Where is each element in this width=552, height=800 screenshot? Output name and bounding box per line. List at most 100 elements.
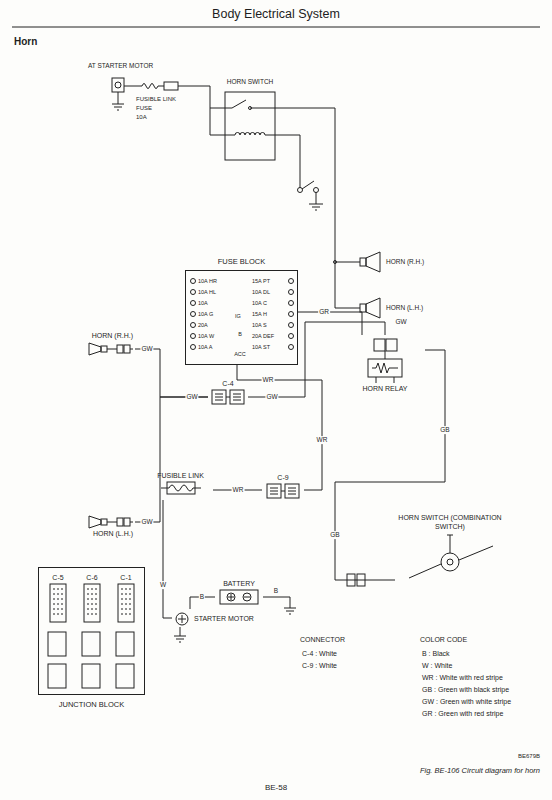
wire-color-code: B — [199, 593, 205, 601]
connector: C-9 — [262, 472, 304, 502]
part-label: HORN (L.H.) — [386, 304, 423, 312]
node-label: HORN SWITCH (COMBINATION SWITCH) — [397, 514, 503, 532]
code-table-cell: GW : Green with white stripe — [422, 698, 511, 706]
node-label: FUSIBLE LINK — [157, 472, 204, 481]
fuse-terminals — [191, 279, 294, 350]
code-table-cell: GR : Green with red stripe — [422, 710, 503, 718]
horn-circuit-schematic-stroke — [360, 258, 366, 266]
wire-color-code: GW — [140, 518, 153, 526]
jconn-stroke — [53, 589, 63, 614]
code-table-cell: B : Black — [422, 650, 450, 658]
horn-circuit-schematic-stroke — [235, 133, 300, 189]
relay-stroke — [374, 339, 385, 351]
part-label: B — [274, 587, 278, 595]
horn-circuit-schematic-stroke — [250, 108, 360, 308]
starter-symbol — [174, 611, 190, 627]
code-table-cell: COLOR CODE — [420, 636, 467, 644]
code-table-cell: CONNECTOR — [300, 636, 345, 644]
hornL-symbol — [87, 341, 133, 357]
relay-stroke — [386, 339, 397, 351]
part-label: 10A ST — [252, 344, 270, 351]
horn-circuit-schematic — [112, 78, 380, 318]
junction-connector: C-1 — [115, 572, 137, 625]
node-label: C-1 — [120, 574, 131, 583]
hornL-stroke — [101, 346, 107, 352]
code-table-cell: W : White — [422, 662, 452, 670]
switchC-stroke — [409, 564, 441, 578]
conn-stroke — [226, 396, 230, 397]
battery-stroke — [227, 593, 235, 601]
jconn-stroke — [118, 584, 134, 622]
battery: BATTERY — [215, 578, 263, 610]
part-label: 15A H — [252, 311, 267, 318]
fusible-symbol — [161, 481, 201, 495]
part-label: WR — [262, 376, 275, 384]
hornL-stroke — [107, 348, 117, 349]
section-heading: Horn — [14, 36, 37, 48]
starter-ground-stroke — [174, 627, 186, 642]
jconn-stroke — [121, 589, 131, 614]
fuse-terminal — [289, 301, 294, 306]
switchC-symbol — [405, 532, 495, 588]
part-label: FUSE — [136, 105, 152, 112]
horn-circuit-schematic-stroke — [314, 188, 319, 193]
part-label: 10A G — [198, 311, 213, 318]
conn-stroke — [281, 490, 285, 491]
jconn-stroke — [84, 584, 100, 622]
part-label: IG — [235, 313, 241, 320]
horn-circuit-schematic-stroke — [366, 298, 380, 318]
junction-sockets-stroke — [82, 664, 100, 688]
battery-ground — [263, 597, 296, 614]
wire — [135, 349, 208, 397]
code-table-cell: GB : Green with black stripe — [422, 686, 509, 694]
part-label: GW — [395, 318, 406, 326]
fuse-terminal — [191, 290, 196, 295]
code-table-cell: C-4 : White — [302, 650, 337, 658]
junction-sockets-stroke — [116, 664, 134, 688]
fuse-terminal — [289, 323, 294, 328]
part-label: 10A W — [198, 333, 214, 340]
part-label: B — [238, 331, 242, 338]
part-label: ACC — [234, 351, 246, 358]
part-label: 10A — [136, 114, 147, 121]
jconn-stroke — [87, 589, 97, 614]
junction-sockets-stroke — [116, 632, 134, 656]
horn-circuit-schematic-stroke — [164, 82, 178, 90]
starter-motor: STARTER MOTOR — [172, 609, 272, 629]
node-label: FUSE BLOCK — [218, 257, 266, 266]
hornL-stroke — [101, 519, 107, 525]
header-rule — [12, 27, 540, 28]
part-label: HORN SWITCH — [227, 78, 274, 86]
switchC-stroke — [447, 559, 453, 565]
fuse-terminal — [191, 323, 196, 328]
part-label: AT STARTER MOTOR — [88, 62, 153, 70]
starter-stroke — [178, 615, 186, 623]
relay-symbol — [348, 337, 423, 385]
battery-stroke — [220, 590, 258, 604]
conn-symbol — [266, 483, 300, 499]
fuse-terminal — [191, 334, 196, 339]
hornL-stroke — [117, 345, 123, 353]
fuse-terminal — [191, 312, 196, 317]
horn-circuit-schematic-stroke — [298, 188, 303, 193]
horn-circuit-schematic-stroke — [366, 252, 380, 272]
node-label: C-4 — [222, 380, 233, 389]
node-label: HORN (L.H.) — [93, 530, 133, 539]
horn-relay: HORN RELAY — [345, 335, 425, 401]
horn-circuit-schematic-stroke — [112, 78, 124, 92]
wire — [335, 350, 445, 580]
hornL-stroke — [130, 522, 133, 523]
relay-stroke — [372, 363, 398, 373]
fuse-terminal — [289, 312, 294, 317]
page-title: Body Electrical System — [212, 7, 340, 22]
hornL-stroke — [124, 518, 130, 526]
battery-stroke — [244, 596, 250, 597]
horn-circuit-schematic-stroke — [115, 82, 121, 88]
jconn-symbol — [49, 583, 67, 623]
wire-color-code: W — [159, 581, 167, 589]
node-label: C-5 — [52, 574, 63, 583]
hornL-symbol — [87, 514, 133, 530]
switchC-stroke — [441, 553, 459, 571]
battery-ground-stroke — [263, 597, 296, 614]
wire — [298, 312, 362, 335]
